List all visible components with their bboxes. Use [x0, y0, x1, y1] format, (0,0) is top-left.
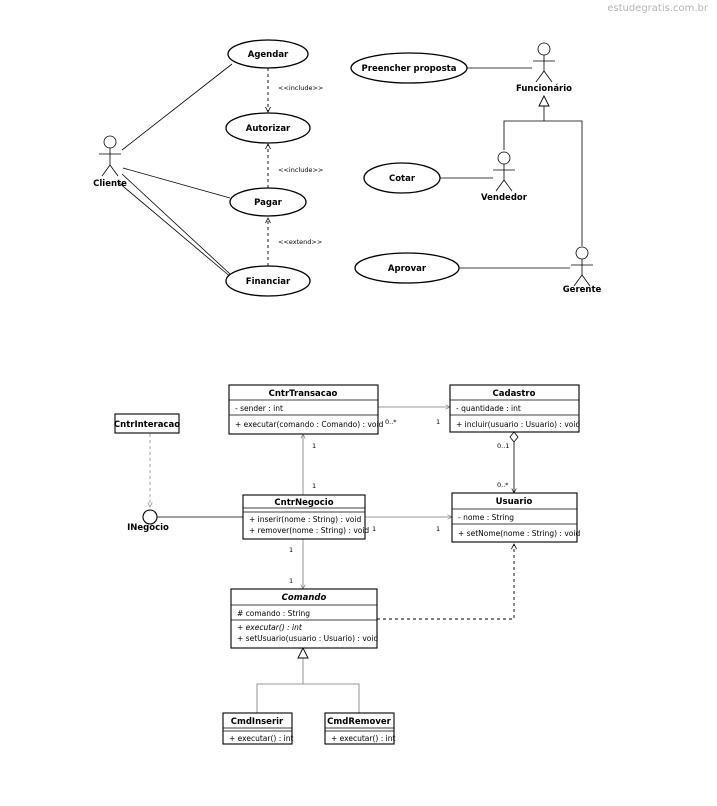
- class-cntr-transacao-op: + executar(comando : Comando) : void: [235, 420, 384, 429]
- actor-vendedor-label: Vendedor: [481, 193, 528, 203]
- class-cntr-negocio-op2: + remover(nome : String) : void: [249, 526, 369, 535]
- class-cadastro-attr: - quantidade : int: [456, 404, 521, 413]
- class-usuario: [451, 492, 578, 543]
- class-cntr-negocio-op1: + inserir(nome : String) : void: [249, 515, 361, 524]
- class-cmd-inserir: [222, 712, 293, 745]
- generalization-vendedor: [503, 120, 583, 246]
- class-cntr-negocio: [242, 494, 366, 540]
- class-cntr-interacao: [114, 413, 180, 434]
- mult-neg-trans-top: 1: [312, 442, 316, 450]
- mult-neg-usu-dst: 1: [436, 525, 440, 533]
- usecase-pagar-label: Pagar: [254, 198, 283, 208]
- generalization-triangle: [538, 94, 550, 107]
- class-usuario-op: + setNome(nome : String) : void: [458, 529, 580, 538]
- class-comando-op2: + setUsuario(usuario : Usuario) : void: [237, 634, 378, 643]
- mult-trans-cad-dst: 1: [436, 418, 440, 426]
- actor-vendedor: [493, 151, 515, 192]
- class-cadastro-name: Cadastro: [493, 389, 536, 399]
- actor-funcionario-label: Funcionário: [516, 84, 572, 94]
- usecase-agendar-label: Agendar: [248, 50, 289, 60]
- assoc-cliente-agendar: [121, 63, 233, 151]
- mult-trans-cad-src: 0..*: [385, 418, 397, 426]
- usecase-financiar: [225, 265, 311, 297]
- generalization-cmds: [256, 683, 360, 713]
- class-cmd-remover: [324, 712, 395, 745]
- dependency-comando-usuario: [377, 544, 514, 620]
- actor-gerente: [571, 246, 593, 287]
- class-cntr-negocio-name: CntrNegocio: [274, 498, 333, 508]
- assoc-cliente-pagar: [122, 167, 231, 199]
- assoc-cliente-financiar-2: [117, 181, 233, 279]
- usecase-autorizar-label: Autorizar: [246, 124, 291, 134]
- actor-funcionario: [533, 42, 555, 83]
- aggregation-diamond: [509, 431, 519, 443]
- actor-cliente-label: Cliente: [93, 179, 127, 189]
- interface-negocio-icon: [142, 509, 158, 525]
- extend-label: <<extend>>: [278, 238, 322, 246]
- mult-neg-com-bottom: 1: [289, 577, 293, 585]
- mult-neg-trans-bottom: 1: [312, 482, 316, 490]
- class-cntr-transacao-attr: - sender : int: [235, 404, 283, 413]
- usecase-autorizar: [225, 112, 311, 144]
- usecase-preencher-label: Preencher proposta: [362, 64, 457, 74]
- usecase-cotar-label: Cotar: [389, 174, 416, 184]
- generalization-cmds-triangle: [297, 646, 309, 659]
- class-cadastro-op: + incluir(usuario : Usuario) : void: [456, 420, 580, 429]
- usecase-financiar-label: Financiar: [246, 277, 291, 287]
- class-cntr-transacao: [228, 384, 379, 435]
- class-cmd-inserir-name: CmdInserir: [231, 717, 284, 727]
- class-usuario-attr: - nome : String: [458, 513, 514, 522]
- mult-cad-usu-bottom: 0..*: [497, 481, 509, 489]
- actor-cliente: [99, 135, 121, 177]
- usecase-agendar: [227, 39, 309, 69]
- class-usuario-name: Usuario: [496, 497, 533, 507]
- watermark: estudegratis.com.br: [607, 3, 709, 14]
- actor-gerente-label: Gerente: [563, 285, 602, 295]
- assoc-cliente-financiar: [121, 173, 231, 275]
- interface-negocio-label: INegocio: [127, 523, 169, 533]
- class-comando-attr: # comando : String: [237, 609, 310, 618]
- class-cmd-inserir-op: + executar() : int: [229, 734, 293, 743]
- usecase-aprovar-label: Aprovar: [388, 264, 427, 274]
- class-cmd-remover-op: + executar() : int: [331, 734, 395, 743]
- usecase-pagar: [229, 187, 307, 217]
- mult-cad-usu-top: 0..1: [497, 442, 509, 450]
- class-comando-name: Comando: [282, 593, 327, 603]
- include-label-2: <<include>>: [278, 166, 323, 174]
- mult-neg-com-top: 1: [289, 546, 293, 554]
- class-comando: [230, 588, 378, 649]
- class-cntr-interacao-name: CntrInteracao: [114, 420, 180, 430]
- mult-neg-usu-src: 1: [372, 525, 376, 533]
- class-cntr-transacao-name: CntrTransacao: [269, 389, 338, 399]
- include-label-1: <<include>>: [278, 84, 323, 92]
- class-cmd-remover-name: CmdRemover: [327, 717, 391, 727]
- class-cadastro: [449, 384, 580, 433]
- class-comando-op1: + executar() : int: [237, 623, 303, 632]
